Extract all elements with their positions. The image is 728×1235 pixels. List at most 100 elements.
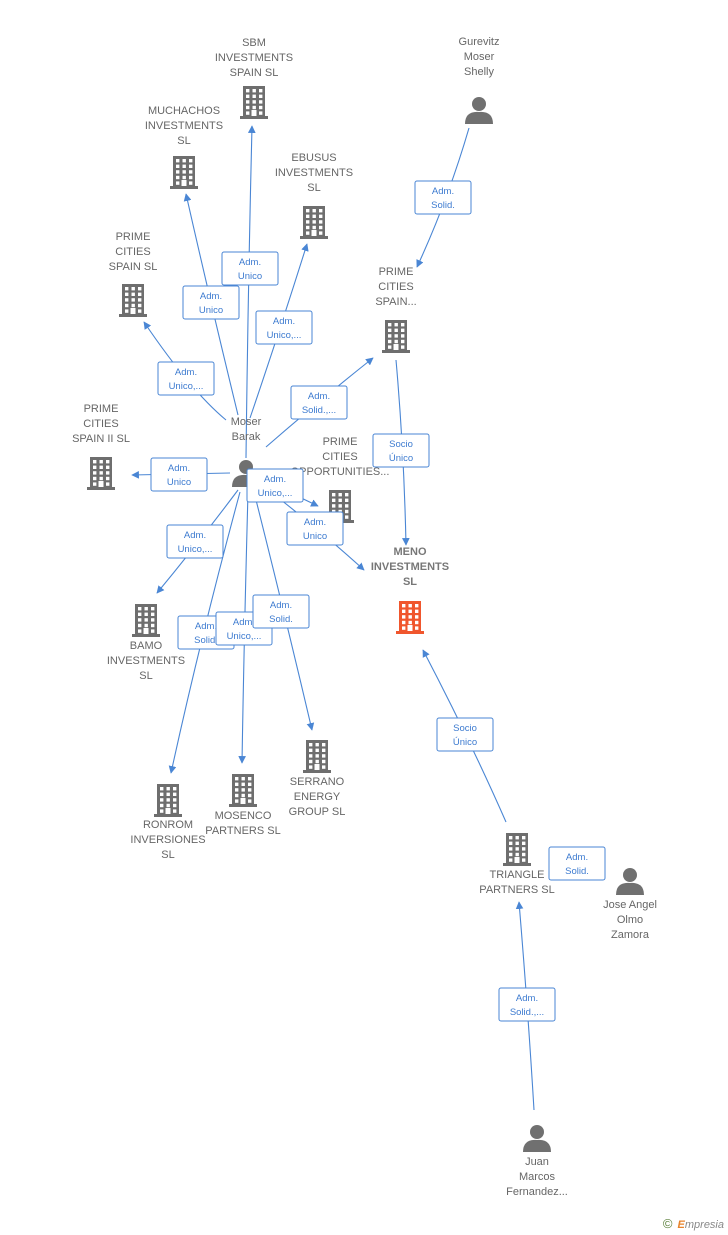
edge-label-text: Único xyxy=(389,453,413,464)
edge-label-moser-to-prime_spain_dots[interactable]: Adm.Solid.,... xyxy=(290,385,348,420)
building-icon xyxy=(229,774,257,807)
edge-label-text: Unico xyxy=(303,531,327,542)
building-icon xyxy=(170,156,198,189)
edge-label-box xyxy=(150,457,208,492)
edge-label-moser-to-serrano[interactable]: Adm.Solid. xyxy=(252,594,310,629)
edge-label-text: Adm. xyxy=(239,257,261,268)
node-label: Olmo xyxy=(617,914,643,926)
edge-label-moser-to-prime_spain2[interactable]: Adm. Unico xyxy=(150,457,208,492)
edge-label-text: Adm. xyxy=(233,617,255,628)
edge-label-text: Unico xyxy=(167,477,191,488)
building-icon xyxy=(132,604,160,637)
node-label: RONROM xyxy=(143,819,193,831)
edge-label-moser-to-ebusus[interactable]: Adm.Unico,... xyxy=(255,310,313,345)
node-label: SPAIN SL xyxy=(230,67,279,79)
edge-label-gurevitz-to-prime_spain_dots[interactable]: Adm.Solid. xyxy=(414,180,472,215)
edge-label-box xyxy=(246,468,304,503)
edge-label-text: Unico,... xyxy=(267,330,302,341)
edge-label-text: Adm. xyxy=(175,367,197,378)
edge-label-text: Unico xyxy=(238,271,262,282)
edge-label-text: Unico,... xyxy=(169,381,204,392)
edge-label-juan-to-triangle[interactable]: Adm.Solid.,... xyxy=(498,987,556,1022)
node-label: Fernandez... xyxy=(506,1186,568,1198)
building-icon xyxy=(382,320,410,353)
node-label: INVESTMENTS xyxy=(145,120,223,132)
edge-label-text: Solid.,... xyxy=(302,405,336,416)
building-icon xyxy=(240,86,268,119)
node-label: EBUSUS xyxy=(291,152,336,164)
edge-label-text: Unico,... xyxy=(178,544,213,555)
edge-label-box xyxy=(255,310,313,345)
node-label: SL xyxy=(161,849,174,861)
node-label: Juan xyxy=(525,1156,549,1168)
edge-label-moser-to-prime_spain_sl[interactable]: Adm. Unico,... xyxy=(157,361,215,396)
edge-label-text: Unico,... xyxy=(227,631,262,642)
building-icon xyxy=(87,457,115,490)
node-label: PRIME xyxy=(116,231,151,243)
edge-label-jose-to-triangle[interactable]: Adm. Solid. xyxy=(548,846,606,881)
brand-name: mpresia xyxy=(684,1219,724,1231)
edge-label-text: Adm. xyxy=(566,852,588,863)
node-label: SL xyxy=(139,670,152,682)
node-label: MUCHACHOS xyxy=(148,105,220,117)
node-label: INVESTMENTS xyxy=(215,52,293,64)
person-icon xyxy=(616,868,644,895)
edge-label-box xyxy=(221,251,279,286)
edge-label-text: Adm. xyxy=(168,463,190,474)
node-label: MENO xyxy=(394,546,427,558)
edge-label-text: Adm. xyxy=(264,474,286,485)
node-juan[interactable]: JuanMarcosFernandez... xyxy=(506,1125,568,1198)
edge-label-layer: Adm.UnicoAdm.UnicoAdm.Unico,...Adm.Unico… xyxy=(150,180,606,1022)
edge-label-text: Solid. xyxy=(194,635,218,646)
node-label: Moser xyxy=(464,51,495,63)
person-icon xyxy=(523,1125,551,1152)
node-prime-spain-dots[interactable]: PRIMECITIESSPAIN... xyxy=(375,266,417,353)
node-label: INVESTMENTS xyxy=(275,167,353,179)
edge-label-moser-to-meno[interactable]: Adm. Unico xyxy=(286,511,344,546)
node-label: ENERGY xyxy=(294,791,341,803)
credit: © Empresia xyxy=(663,1216,724,1231)
edge-label-moser-to-prime_opp[interactable]: Adm. Unico,... xyxy=(246,468,304,503)
edge-label-text: Socio xyxy=(453,723,477,734)
node-label: PRIME xyxy=(84,403,119,415)
edge-label-text: Socio xyxy=(389,439,413,450)
building-icon xyxy=(303,740,331,773)
edge-label-moser-to-muchachos[interactable]: Adm.Unico xyxy=(182,285,240,320)
edge-label-moser-to-sbm[interactable]: Adm. Unico xyxy=(221,251,279,286)
node-label: PARTNERS SL xyxy=(205,825,280,837)
edge-label-text: Adm. xyxy=(270,600,292,611)
edge-label-text: Unico,... xyxy=(258,488,293,499)
edge-label-box xyxy=(372,433,430,468)
edge-label-text: Adm. xyxy=(304,517,326,528)
edge-label-box xyxy=(157,361,215,396)
node-label: CITIES xyxy=(322,451,357,463)
copyright-symbol: © xyxy=(662,1216,673,1231)
building-icon xyxy=(396,601,424,634)
edge-label-text: Adm. xyxy=(200,291,222,302)
edge-label-text: Adm. xyxy=(516,993,538,1004)
edge-label-box xyxy=(182,285,240,320)
brand-initial: E xyxy=(677,1219,685,1231)
node-label: PRIME xyxy=(379,266,414,278)
edge-label-text: Solid. xyxy=(565,866,589,877)
building-icon xyxy=(154,784,182,817)
node-label: PARTNERS SL xyxy=(479,884,554,896)
edge-label-box xyxy=(290,385,348,420)
edge-label-moser-to-bamo[interactable]: Adm.Unico,... xyxy=(166,524,224,559)
